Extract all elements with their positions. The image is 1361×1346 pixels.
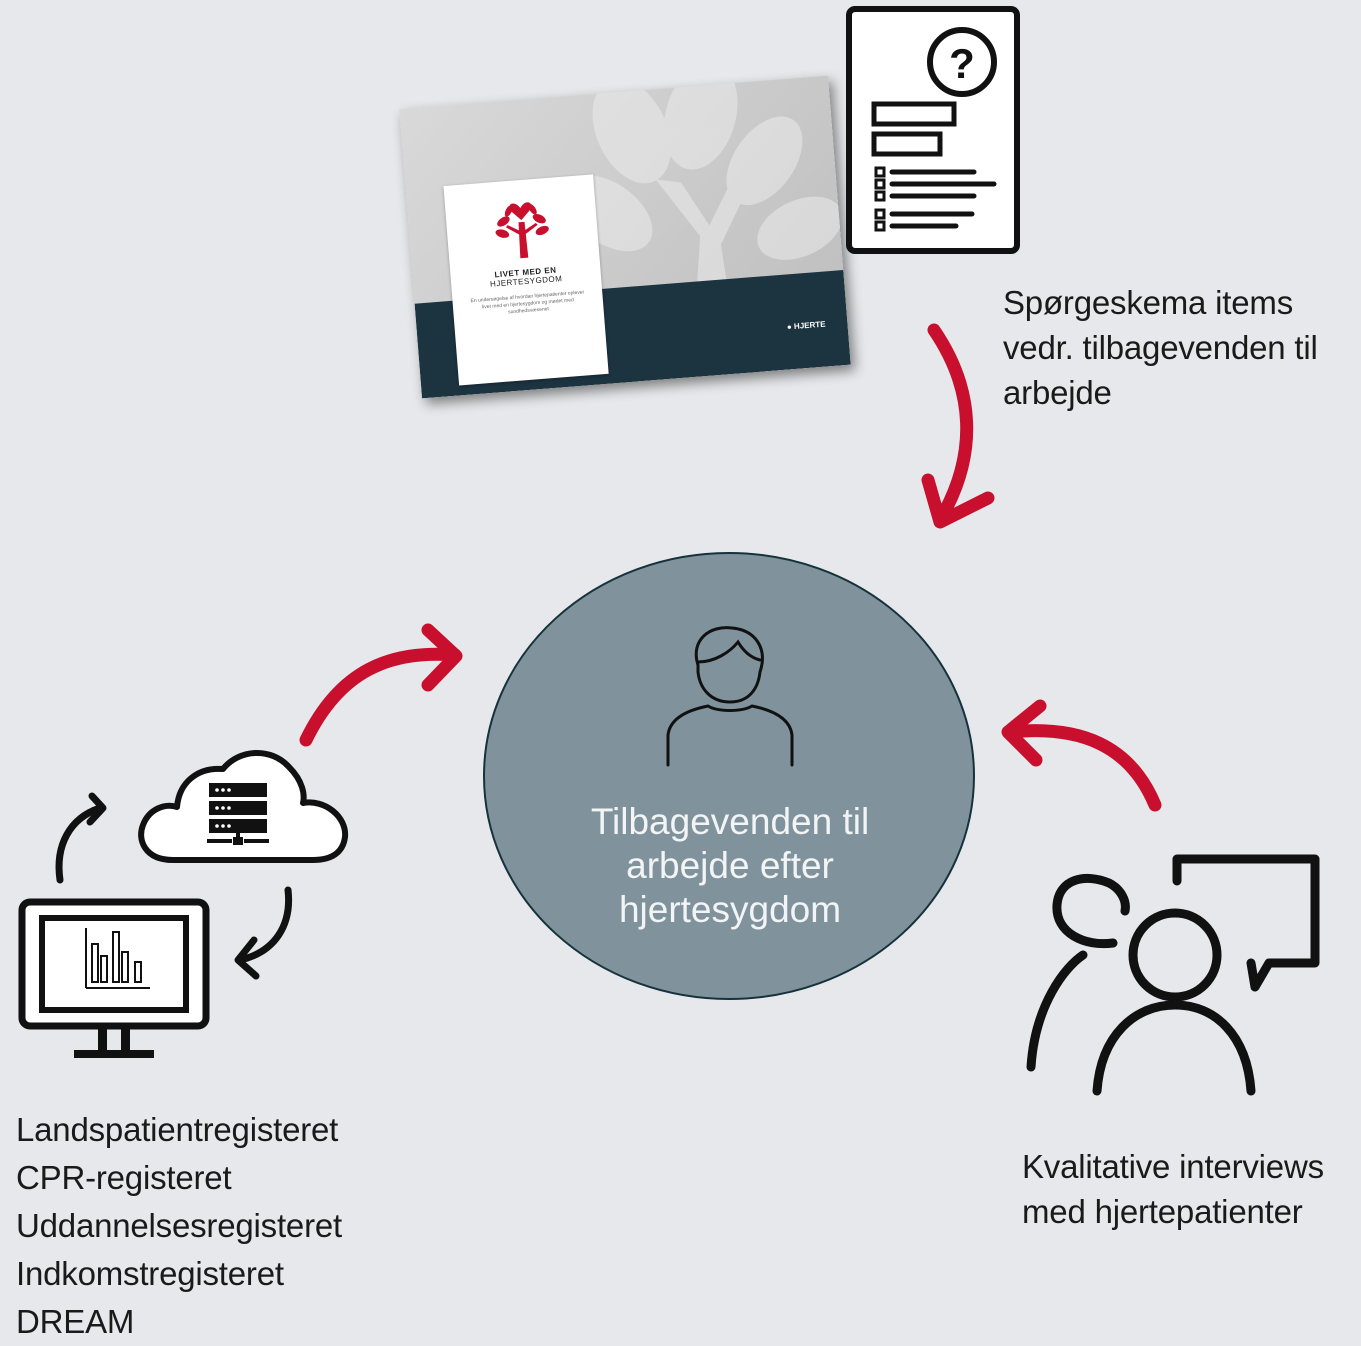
register-item: CPR-registeret	[16, 1159, 232, 1196]
arrow-registers-to-center	[299, 647, 462, 747]
questionnaire-label-line-1: Spørgeskema items	[1003, 284, 1294, 321]
questionnaire-icon: ?	[846, 6, 1020, 254]
register-item: Uddannelsesregisteret	[16, 1207, 342, 1244]
brochure-image: LIVET MED EN HJERTESYGDOM En undersøgels…	[399, 75, 851, 399]
heart-tree-logo	[495, 202, 549, 259]
center-label-line-1: Tilbagevenden til	[590, 801, 870, 842]
svg-text:?: ?	[949, 40, 975, 87]
center-label-line-3: hjertesygdom	[618, 889, 842, 930]
monitor-chart-icon	[18, 898, 210, 1058]
interviews-label-line-2: med hjertepatienter	[1022, 1193, 1303, 1230]
register-item: Indkomstregisteret	[16, 1255, 284, 1292]
arrow-interviews-to-center	[1003, 724, 1162, 812]
interviews-label-line-1: Kvalitative interviews	[1022, 1148, 1324, 1185]
interviews-label: Kvalitative interviews med hjertepatient…	[1022, 1144, 1324, 1234]
brochure-cover-card: LIVET MED EN HJERTESYGDOM En undersøgels…	[443, 174, 609, 386]
person-icon	[666, 626, 794, 767]
cloud-server-icon	[138, 750, 349, 863]
questionnaire-label-line-2: vedr. tilbagevenden til	[1003, 329, 1318, 366]
center-label-line-2: arbejde efter	[626, 845, 834, 886]
register-item: Landspatientregisteret	[16, 1111, 339, 1148]
questionnaire-label-line-3: arbejde	[1003, 374, 1112, 411]
interview-people-icon	[1026, 854, 1320, 1096]
center-label: Tilbagevenden til arbejde efter hjertesy…	[520, 800, 940, 932]
questionnaire-label: Spørgeskema items vedr. tilbagevenden ti…	[1003, 280, 1318, 415]
registers-label: Landspatientregisteret CPR-registeret Ud…	[16, 1106, 342, 1346]
register-item: DREAM	[16, 1303, 135, 1340]
arrow-questionnaire-to-center	[927, 323, 974, 527]
